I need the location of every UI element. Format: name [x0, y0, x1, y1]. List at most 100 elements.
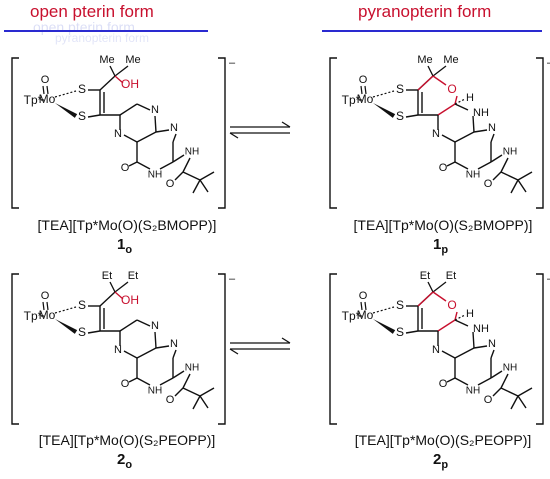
tbu-bond	[517, 179, 527, 193]
tbu-bond	[510, 395, 519, 410]
ethyl-label: Et	[446, 270, 456, 282]
amide-oxygen: O	[166, 394, 175, 406]
caption-1o: [TEA][Tp*Mo(O)(S₂BMOPP)]	[37, 217, 217, 233]
right-bracket	[218, 273, 226, 425]
methyl-label: Me	[443, 54, 458, 66]
tp-star-label: Tp*	[24, 93, 43, 107]
anion-charge: –	[547, 273, 550, 285]
caption-2o: [TEA][Tp*Mo(O)(S₂PEOPP)]	[38, 432, 216, 448]
ring-bond	[472, 115, 475, 133]
left-bracket	[329, 273, 337, 425]
amide-nh: NH	[503, 363, 517, 374]
n-atom: N	[170, 122, 178, 134]
n-atom: N	[488, 338, 496, 350]
n-atom: N	[151, 104, 159, 116]
ring-bond	[477, 161, 492, 170]
ring-bond	[454, 319, 469, 327]
ring-bond	[473, 129, 488, 133]
nh-label: NH	[473, 107, 489, 119]
c-nh-bond	[490, 154, 503, 163]
oxo-atom: O	[41, 290, 50, 302]
sulfur-top: S	[396, 298, 404, 312]
caption-1p: [TEA][Tp*Mo(O)(S₂BMOPP)]	[353, 217, 533, 233]
anion-charge: –	[547, 57, 550, 69]
s-c-bond	[405, 330, 419, 334]
sulfur-bottom: S	[396, 109, 404, 123]
mo-s-dashed-bond	[54, 90, 77, 98]
mo-s-wedge-bond	[373, 319, 396, 334]
mo-oxo-bond-2	[364, 85, 367, 95]
mo-oxo-bond-1	[42, 85, 45, 95]
nh-label: NH	[466, 386, 480, 397]
open-pterin-form-title: open pterin form	[30, 2, 154, 21]
cq-sub-bond	[432, 65, 447, 77]
oxo-atom: O	[359, 74, 368, 86]
c-cq-bond	[99, 75, 116, 91]
mo-oxo-bond-2	[46, 301, 49, 311]
ring-bond	[472, 331, 475, 349]
n-atom: N	[151, 320, 159, 332]
tp-star-label: Tp*	[342, 309, 361, 323]
c-o-bond	[446, 377, 456, 383]
pyranopterin-form-title: pyranopterin form	[358, 2, 492, 21]
h-atom: H	[466, 308, 474, 320]
left-bracket	[11, 57, 19, 209]
tbu-bond	[199, 171, 215, 181]
ring-bond	[172, 349, 177, 359]
left-title-underline	[4, 30, 208, 32]
nh-label: NH	[466, 170, 480, 181]
pyran-bond	[437, 319, 456, 332]
amide-nh: NH	[185, 147, 199, 158]
ring-bond	[454, 347, 475, 359]
h-dashed-bond	[454, 314, 466, 321]
pyran-bond	[417, 291, 434, 307]
ring-bond	[477, 377, 492, 386]
c-o-bond	[446, 161, 456, 167]
mo-s-wedge-bond	[55, 103, 78, 118]
mo-atom: Mo	[39, 308, 56, 322]
pyran-bond	[454, 95, 458, 105]
carbonyl-oxygen: O	[121, 162, 130, 174]
ring-bond	[441, 350, 456, 359]
hydroxyl-label: OH	[121, 77, 139, 91]
s-c-bond	[405, 114, 419, 118]
amide-bond	[182, 157, 191, 173]
ring-bond	[119, 319, 138, 332]
ring-bond	[454, 377, 469, 386]
tbu-bond	[517, 395, 527, 409]
nh-label: NH	[148, 170, 162, 181]
right-bracket	[536, 273, 544, 425]
mo-oxo-bond-1	[42, 301, 45, 311]
s-c-bond	[87, 330, 101, 334]
amide-bond	[182, 373, 191, 389]
pyran-bond	[432, 75, 447, 86]
ring-bond	[136, 161, 151, 170]
n-atom: N	[488, 122, 496, 134]
oxo-atom: O	[359, 290, 368, 302]
c-o-bond	[128, 161, 138, 167]
ring-bond	[490, 349, 495, 359]
ethyl-label: Et	[102, 270, 112, 282]
amide-oxygen: O	[484, 178, 493, 190]
anion-charge: –	[229, 57, 236, 69]
amide-nh: NH	[185, 363, 199, 374]
c-o-bond	[492, 387, 502, 397]
sulfur-top: S	[78, 298, 86, 312]
ring-bond	[490, 133, 495, 143]
pyran-bond	[432, 291, 447, 302]
h-atom: H	[466, 92, 474, 104]
c-o-bond	[492, 171, 502, 181]
methyl-label: Me	[417, 54, 432, 66]
tp-star-label: Tp*	[24, 309, 43, 323]
cq-sub-bond	[114, 65, 129, 77]
right-title-underline	[322, 30, 542, 32]
ring-bond	[119, 103, 138, 116]
nh-label: NH	[473, 323, 489, 335]
reverse-arrow-head	[229, 348, 239, 355]
mo-s-dashed-bond	[372, 90, 395, 98]
n-atom: N	[114, 344, 122, 356]
cq-sub-bond	[114, 281, 129, 293]
amide-nh: NH	[503, 147, 517, 158]
